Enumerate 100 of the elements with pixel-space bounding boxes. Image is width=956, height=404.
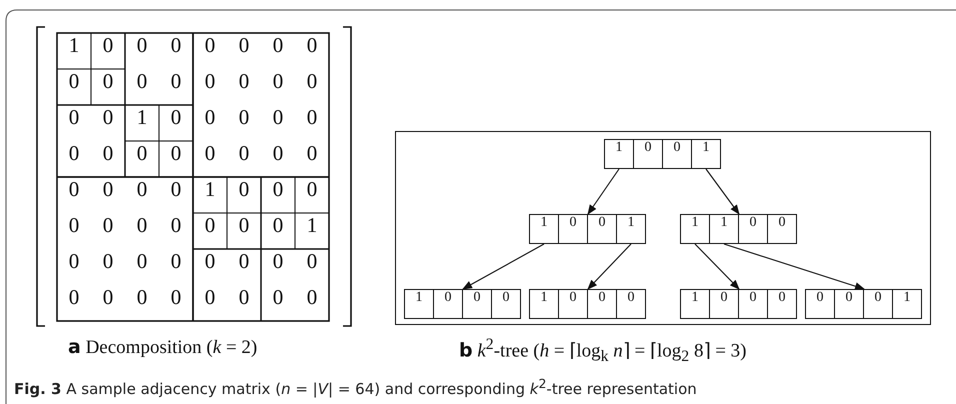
matrix-entry: 0: [306, 33, 318, 59]
arrow: [694, 244, 740, 290]
matrix-entry: 0: [238, 69, 250, 95]
matrix-entry: 0: [102, 105, 114, 131]
matrix-entry: 0: [204, 69, 216, 95]
matrix-entry: 0: [170, 33, 182, 59]
bit-value: 0: [462, 289, 492, 319]
bit-value: 1: [680, 289, 710, 319]
bit-value: 0: [767, 289, 797, 319]
figure-caption: Fig. 3 A sample adjacency matrix (n = |V| = 64) and corresponding k$^{2}$-tree representation: [14, 376, 697, 398]
bit-value: 0: [558, 289, 588, 319]
matrix-entry: 0: [272, 105, 284, 131]
matrix-entry: 0: [204, 249, 216, 275]
bit-value: 1: [404, 289, 434, 319]
bit-value: 0: [805, 289, 835, 319]
matrix-entry: 0: [136, 33, 148, 59]
matrix-entry: 1: [68, 33, 80, 59]
matrix-entry: 0: [170, 177, 182, 203]
matrix-entry: 0: [170, 213, 182, 239]
tree-node: [680, 289, 797, 319]
matrix-entry: 0: [272, 249, 284, 275]
bit-value: 1: [709, 214, 739, 244]
subfigure-caption: a Decomposition (k = 2): [68, 336, 258, 359]
bit-value: 0: [834, 289, 864, 319]
matrix-entry: 0: [102, 213, 114, 239]
bit-value: 0: [558, 214, 588, 244]
matrix-entry: 0: [238, 285, 250, 311]
matrix-entry: 0: [102, 285, 114, 311]
matrix-entry: 0: [238, 141, 250, 167]
matrix-entry: 0: [238, 177, 250, 203]
matrix-entry: 0: [68, 105, 80, 131]
matrix-entry: 0: [272, 213, 284, 239]
matrix-entry: 0: [170, 69, 182, 95]
matrix-entry: 0: [136, 285, 148, 311]
bit-value: 1: [680, 214, 710, 244]
bit-value: 0: [491, 289, 521, 319]
matrix-entry: 0: [136, 141, 148, 167]
matrix-entry: 0: [136, 69, 148, 95]
bit-value: 0: [616, 289, 646, 319]
matrix-entry: 0: [272, 69, 284, 95]
matrix-entry: 0: [170, 141, 182, 167]
matrix-entry: 0: [306, 69, 318, 95]
matrix-entry: 0: [170, 249, 182, 275]
subfigure-caption: b k$^{2}$-tree (h = ⌈log$_{k}$ n⌉ = ⌈log$_{2}$ 8⌉ = 3): [459, 336, 746, 366]
bit-value: 1: [529, 289, 559, 319]
tree-node: [604, 139, 721, 169]
matrix-entry: 0: [136, 213, 148, 239]
matrix-entry: 0: [68, 141, 80, 167]
matrix-entry: 0: [102, 69, 114, 95]
bit-value: 0: [587, 289, 617, 319]
matrix-entry: 0: [68, 285, 80, 311]
matrix-entry: 0: [306, 141, 318, 167]
matrix-entry: 0: [272, 33, 284, 59]
arrow: [587, 244, 632, 290]
bit-value: 1: [616, 214, 646, 244]
bit-value: 0: [433, 289, 463, 319]
matrix-entry: 0: [170, 285, 182, 311]
matrix-entry: 0: [68, 249, 80, 275]
matrix-entry: 0: [238, 213, 250, 239]
matrix-entry: 0: [68, 213, 80, 239]
matrix-entry: 0: [204, 105, 216, 131]
matrix-entry: 0: [238, 33, 250, 59]
matrix-entry: 0: [204, 33, 216, 59]
matrix-entry: 1: [204, 177, 216, 203]
matrix-entry: 0: [204, 213, 216, 239]
matrix-entry: 0: [68, 177, 80, 203]
bit-value: 0: [738, 289, 768, 319]
matrix-entry: 0: [68, 69, 80, 95]
arrow: [706, 168, 740, 215]
matrix-entry: 0: [204, 285, 216, 311]
bit-value: 0: [863, 289, 893, 319]
matrix-entry: 0: [136, 177, 148, 203]
matrix-entry: 0: [306, 285, 318, 311]
tree-node: [805, 289, 922, 319]
tree-node: [680, 214, 797, 244]
matrix-entry: 0: [204, 141, 216, 167]
matrix-entry: 1: [136, 105, 148, 131]
bit-value: 1: [604, 139, 634, 169]
matrix-entry: 0: [272, 285, 284, 311]
bit-value: 1: [892, 289, 922, 319]
tree-node: [529, 214, 646, 244]
bit-value: 1: [529, 214, 559, 244]
matrix-entry: 0: [102, 33, 114, 59]
matrix-entry: 0: [238, 249, 250, 275]
bit-value: 0: [738, 214, 768, 244]
bit-value: 1: [691, 139, 721, 169]
matrix-entry: 1: [306, 213, 318, 239]
matrix-entry: 0: [306, 249, 318, 275]
bit-value: 0: [709, 289, 739, 319]
matrix-entry: 0: [272, 177, 284, 203]
matrix-entry: 0: [238, 105, 250, 131]
arrow: [724, 243, 865, 290]
arrow: [462, 244, 544, 290]
matrix-entry: 0: [102, 249, 114, 275]
matrix-entry: 0: [272, 141, 284, 167]
tree-node: [404, 289, 521, 319]
matrix-entry: 0: [306, 177, 318, 203]
matrix-entry: 0: [102, 177, 114, 203]
matrix-entry: 0: [306, 105, 318, 131]
bit-value: 0: [587, 214, 617, 244]
